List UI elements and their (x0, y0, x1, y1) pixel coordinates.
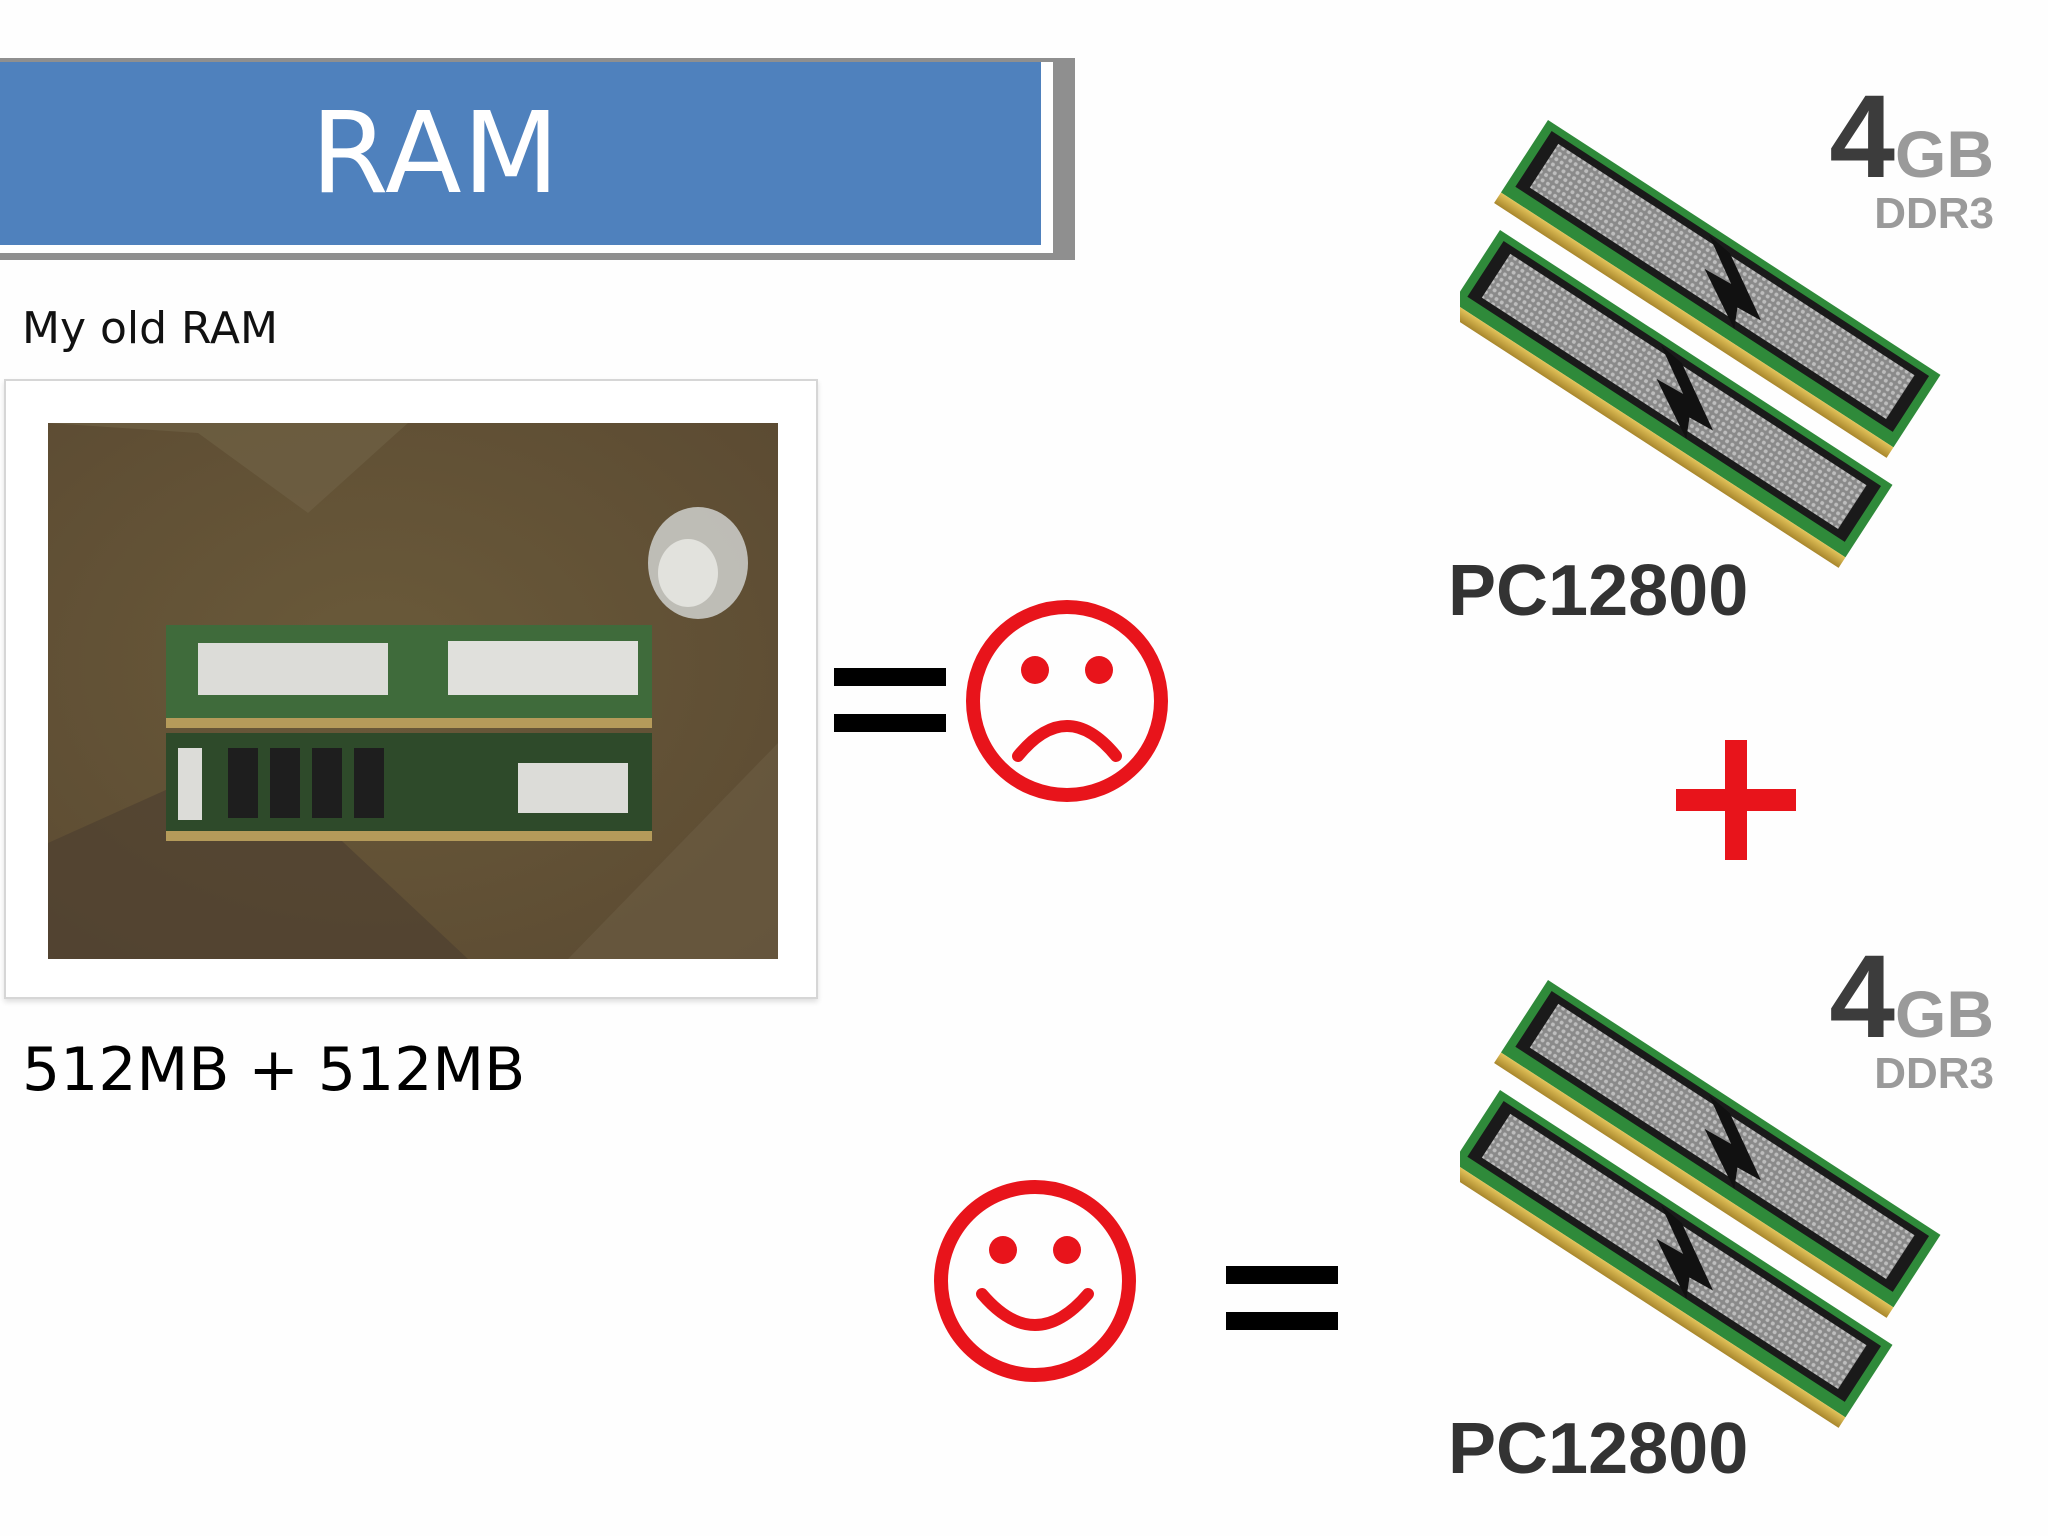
module-1-speed: PC12800 (1448, 551, 1749, 631)
module-2-type: DDR3 (1874, 1049, 1994, 1098)
old-ram-caption: My old RAM (22, 303, 278, 354)
slide-title: RAM (310, 88, 561, 219)
plus-sign (1676, 740, 1796, 860)
old-ram-photo-frame (4, 379, 818, 999)
module-1-type: DDR3 (1874, 189, 1994, 238)
equals-sign-bottom (1226, 1266, 1338, 1330)
module-1-capacity-unit: GB (1895, 117, 1994, 191)
module-1-badge: 4GB DDR3 (1820, 78, 1994, 236)
sad-face-icon (966, 600, 1168, 802)
module-2-capacity-number: 4 (1829, 931, 1895, 1063)
equals-sign-top (834, 668, 946, 732)
happy-face-icon (934, 1180, 1136, 1382)
module-2-badge: 4GB DDR3 (1820, 938, 1994, 1096)
old-ram-photo (48, 423, 778, 959)
module-1-capacity-number: 4 (1829, 71, 1895, 203)
module-2-capacity-unit: GB (1895, 977, 1994, 1051)
module-2-speed: PC12800 (1448, 1409, 1749, 1489)
title-banner: RAM (0, 62, 1041, 245)
old-ram-size: 512MB + 512MB (22, 1035, 526, 1105)
